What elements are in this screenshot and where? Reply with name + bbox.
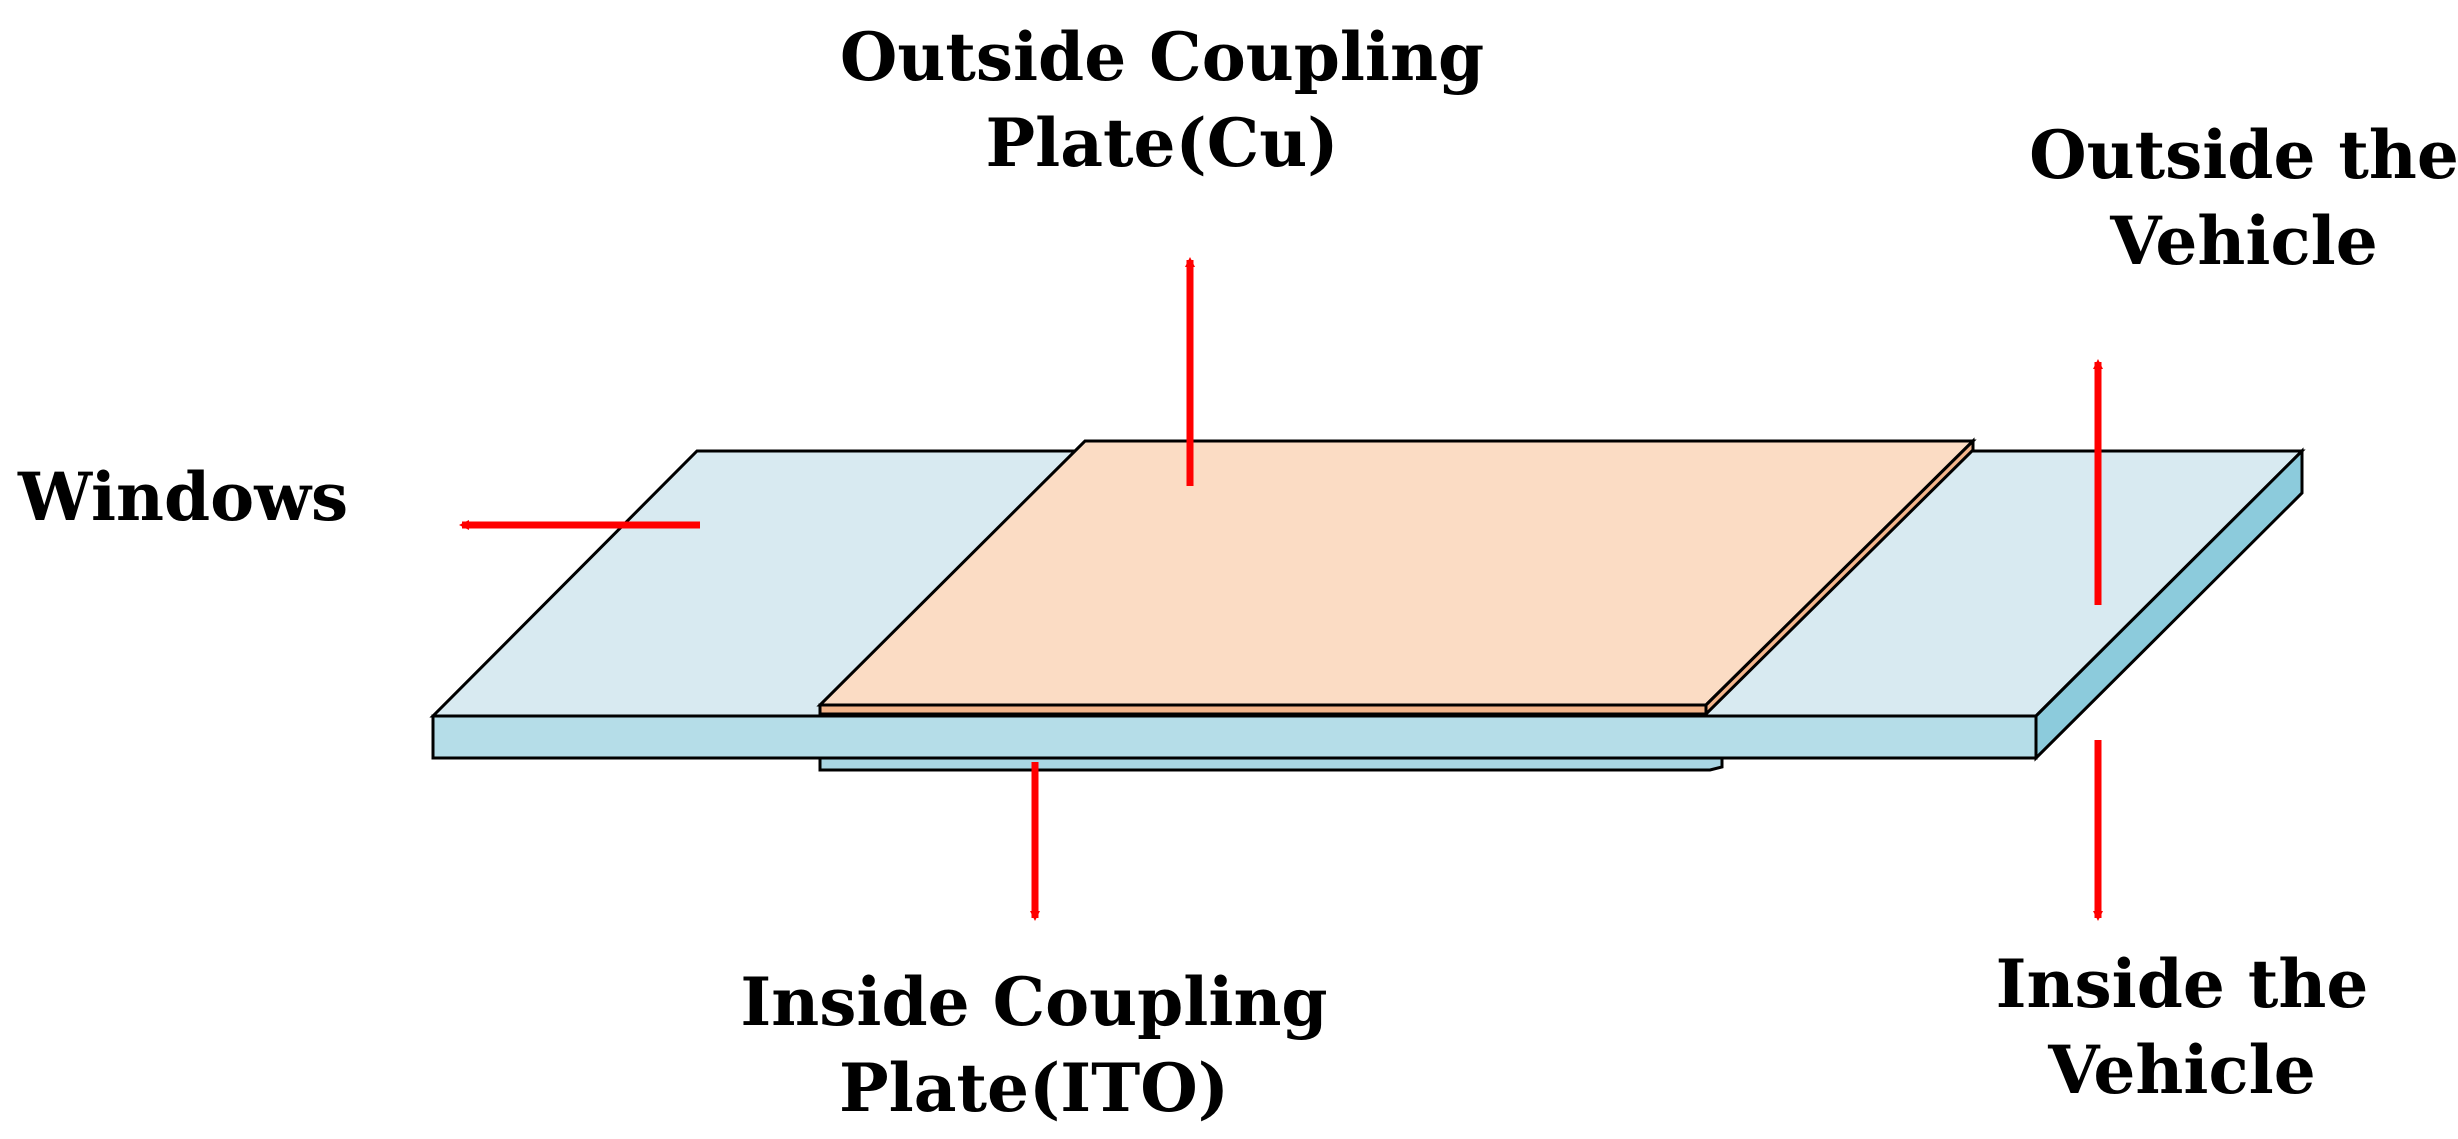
labels: Outside Coupling Plate(Cu) Outside the V… [17, 18, 2458, 1127]
label-outside-vehicle-line1: Outside the [2029, 116, 2458, 194]
label-inside-plate-line1: Inside Coupling [740, 963, 1327, 1041]
label-outside-vehicle-line2: Vehicle [2109, 202, 2377, 280]
outside-coupling-plate [816, 437, 1977, 718]
glass-right-face [2034, 447, 2304, 762]
arrows [459, 257, 2103, 921]
label-inside-vehicle-line2: Vehicle [2047, 1031, 2315, 1109]
glass-front-face [431, 714, 2038, 760]
label-outside-plate-line2: Plate(Cu) [986, 104, 1339, 182]
label-windows: Windows [17, 458, 348, 536]
label-inside-vehicle-line1: Inside the [1996, 945, 2369, 1023]
label-inside-plate-line2: Plate(ITO) [839, 1049, 1229, 1127]
label-outside-plate-line1: Outside Coupling [840, 18, 1484, 96]
cu-plate-front-edge [818, 703, 1708, 716]
cu-plate-right-edge [1704, 437, 1975, 718]
